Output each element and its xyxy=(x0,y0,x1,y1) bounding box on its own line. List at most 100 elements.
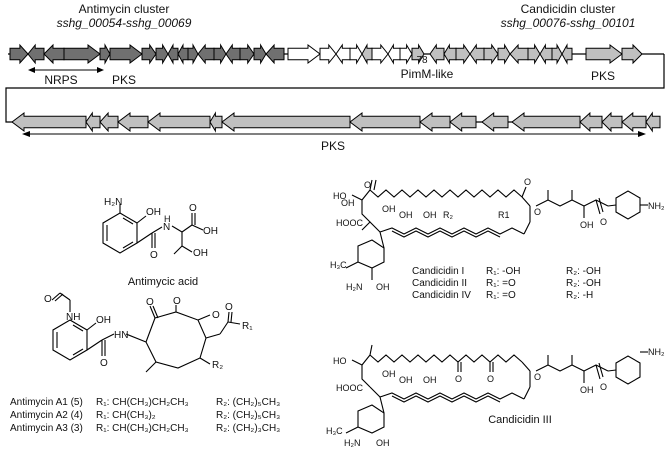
svg-text:HOOC: HOOC xyxy=(336,383,364,393)
candicidin-i-labels: HO HOOC O OH OH OH OH R₂ R1 O O OH O NH₂… xyxy=(330,177,665,292)
gene-arrow xyxy=(585,44,623,64)
gene-arrow xyxy=(221,112,351,132)
gene-arrow xyxy=(11,112,87,132)
svg-text:HO: HO xyxy=(333,356,347,366)
pks-span-arrow: PKS xyxy=(22,131,646,153)
pks-label-candicidin: PKS xyxy=(591,69,615,83)
variant-r1: R₁: CH(CH₃)CH₂CH₃ xyxy=(96,397,189,408)
gene-arrow xyxy=(99,43,111,65)
svg-text:H₂N: H₂N xyxy=(346,282,363,292)
gene-arrow xyxy=(539,43,553,65)
svg-text:O: O xyxy=(44,294,52,305)
svg-text:O: O xyxy=(455,374,462,384)
cluster-wrap-line xyxy=(5,54,665,123)
gene-arrow xyxy=(141,43,157,65)
svg-text:OH: OH xyxy=(96,315,111,326)
gene-arrow xyxy=(483,43,499,65)
variant-r2: R₂: (CH₂)₅CH₃ xyxy=(216,397,280,408)
gene-arrow xyxy=(349,112,421,132)
gene-arrow xyxy=(601,111,623,133)
antimycin-cluster-range: sshg_00054-sshg_00069 xyxy=(57,16,192,30)
gene-arrow xyxy=(265,43,285,65)
gene-arrow xyxy=(9,43,29,65)
gene-arrow xyxy=(469,43,485,65)
svg-text:HOOC: HOOC xyxy=(336,218,364,228)
candicidin-iii-name: Candicidin III xyxy=(488,414,552,426)
svg-text:HN: HN xyxy=(114,330,128,341)
gene-arrow xyxy=(43,43,65,65)
candicidin-cluster-header: Candicidin cluster sshg_00076-sshg_00101 xyxy=(501,2,636,30)
svg-text:OH: OH xyxy=(423,375,437,385)
gene-arrow xyxy=(213,43,227,65)
gene-arrow xyxy=(319,43,337,65)
svg-text:O: O xyxy=(189,203,197,214)
gene-arrow xyxy=(527,43,541,65)
svg-text:O: O xyxy=(100,358,108,369)
gene-arrow xyxy=(287,44,321,64)
svg-text:OH: OH xyxy=(382,204,396,214)
variant-r1: R₁: CH(CH₃)CH₂CH₃ xyxy=(96,423,189,434)
antimycic-acid-name: Antimycic acid xyxy=(128,276,198,288)
antimycin-labels: O NH OH HN O O O O O R₁ R₂ xyxy=(44,294,253,371)
svg-text:OH: OH xyxy=(193,248,208,259)
gene-arrow xyxy=(429,43,445,65)
svg-text:OH: OH xyxy=(376,438,390,447)
svg-text:OH: OH xyxy=(376,282,390,292)
svg-text:O: O xyxy=(150,250,158,261)
svg-text:O: O xyxy=(487,374,494,384)
variant-r2: R₂: -OH xyxy=(566,266,601,277)
gene-arrow xyxy=(561,43,573,65)
candicidin-iii-labels: HO HOOC OH OH OH O O O OH O NH₂ H₃C H₂N … xyxy=(326,347,665,448)
gene-arrow xyxy=(551,43,563,65)
nrps-label: NRPS xyxy=(44,73,77,87)
gene-number-78: 78 xyxy=(416,55,428,66)
svg-text:O: O xyxy=(534,372,541,382)
gene-arrow xyxy=(411,43,425,65)
pks-label-span: PKS xyxy=(321,139,345,153)
variant-r1: R₁: CH(CH₃)₂ xyxy=(96,410,156,421)
svg-text:R1: R1 xyxy=(498,210,510,220)
variant-name: Antimycin A3 (3) xyxy=(10,423,83,434)
svg-text:O: O xyxy=(225,302,233,313)
gene-arrow xyxy=(63,44,101,64)
variant-r2: R₂: (CH₂)₅CH₃ xyxy=(216,410,280,421)
svg-text:O: O xyxy=(600,217,607,227)
variant-r2: R₂: -H xyxy=(566,290,593,301)
pimm-like-label: PimM-like xyxy=(401,67,454,81)
antimycin-structure xyxy=(51,292,241,373)
variant-r1: R₁: -OH xyxy=(486,266,520,277)
svg-text:HO: HO xyxy=(333,191,347,201)
antimycin-cluster-header: Antimycin cluster sshg_00054-sshg_00069 xyxy=(57,2,192,30)
variant-r1: R₁: =O xyxy=(486,290,516,301)
gene-arrow xyxy=(225,43,241,65)
gene-arrow xyxy=(335,43,351,65)
gene-arrow xyxy=(621,111,647,133)
svg-text:H₃C: H₃C xyxy=(330,260,347,270)
gene-arrow xyxy=(443,43,457,65)
svg-text:OH: OH xyxy=(382,369,396,379)
gene-arrow xyxy=(419,112,451,132)
svg-text:R₁: R₁ xyxy=(242,321,253,332)
gene-arrow xyxy=(209,111,223,133)
svg-text:OH: OH xyxy=(423,210,437,220)
gene-row-top xyxy=(8,43,643,65)
svg-text:O: O xyxy=(364,180,371,190)
svg-text:H: H xyxy=(164,214,171,224)
svg-text:NH₂: NH₂ xyxy=(648,201,665,211)
svg-text:OH: OH xyxy=(399,210,413,220)
variant-name: Candicidin I xyxy=(412,266,464,277)
gene-arrow xyxy=(109,44,143,64)
nrps-bracket: NRPS xyxy=(28,67,104,87)
svg-text:O: O xyxy=(600,382,607,392)
gene-arrow xyxy=(27,43,45,65)
gene-row-bottom xyxy=(11,111,661,133)
svg-text:NH₂: NH₂ xyxy=(648,347,665,357)
svg-text:R₂: R₂ xyxy=(443,210,453,220)
antimycic-acid-structure xyxy=(102,204,204,255)
gene-arrow xyxy=(117,112,149,132)
gene-arrow xyxy=(155,43,169,65)
svg-text:O: O xyxy=(173,296,181,307)
